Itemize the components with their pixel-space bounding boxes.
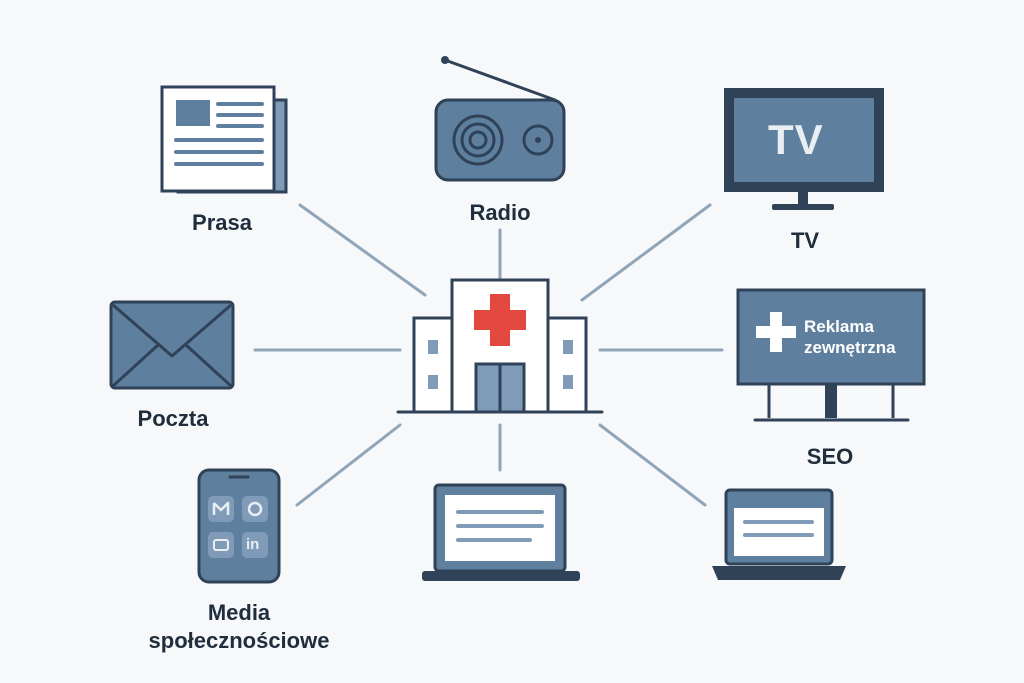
connector-tv [580, 203, 712, 302]
connector-media [295, 423, 402, 507]
billboard-text-line2: zewnętrzna [804, 338, 896, 357]
laptop-icon [422, 483, 580, 581]
label-prasa: Prasa [192, 210, 252, 235]
radio-icon [434, 56, 566, 182]
linkedin-app-text: in [246, 536, 260, 553]
envelope-icon [109, 300, 235, 390]
newspaper-icon [160, 85, 288, 194]
label-media-line2: społecznościowe [148, 628, 330, 653]
tv-icon [724, 88, 884, 210]
label-seo: SEO [806, 444, 854, 469]
billboard-text-line1: Reklama [804, 317, 874, 336]
hospital-icon [396, 278, 604, 414]
tv-screen-text: TV [768, 116, 824, 163]
smartphone-icon [197, 468, 281, 584]
label-media-line1: Media [207, 600, 271, 625]
billboard-icon [736, 288, 926, 422]
connector-prasa [298, 203, 427, 297]
label-poczta: Poczta [137, 406, 209, 431]
label-radio: Radio [469, 200, 531, 225]
connector-laptop-small [598, 423, 707, 507]
connectors [253, 203, 724, 507]
laptop-small-icon [712, 488, 846, 580]
label-tv: TV [790, 228, 820, 253]
